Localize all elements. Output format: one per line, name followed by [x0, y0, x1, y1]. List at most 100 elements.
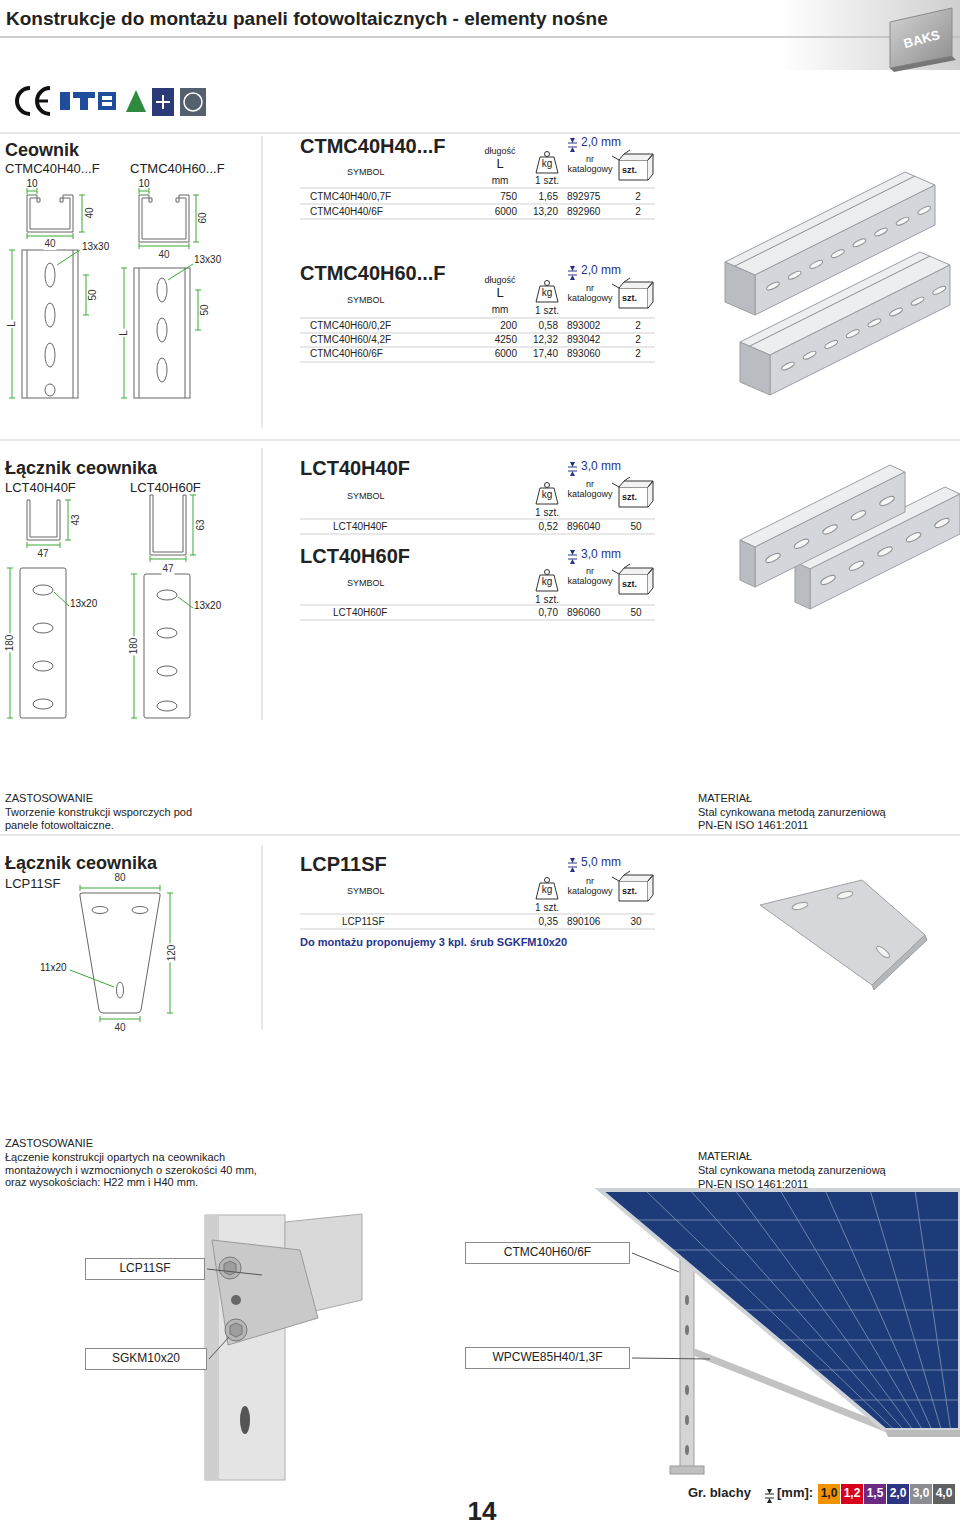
dimension-label: 50 [199, 303, 211, 316]
channel-drawing-part [45, 263, 55, 287]
header-band-part [0, 36, 960, 38]
bracket-photo-part [240, 1406, 250, 1434]
solar-photo-part-part [870, 1190, 941, 1430]
text-label: Stal cynkowana metodą zanurzeniową [698, 1164, 886, 1177]
text-label: CTMC40H60/6F [310, 348, 383, 360]
table-icons-part [612, 871, 653, 901]
text-label: nr katalogowy [564, 283, 616, 304]
section-heading: LCT40H60F [300, 545, 410, 568]
text-label: Łączenie konstrukcji opartych na ceownik… [5, 1151, 260, 1189]
text-label: CTMC40H40...F [5, 162, 100, 177]
text-label: nr katalogowy [564, 479, 616, 500]
channel-drawing-part [134, 268, 190, 398]
node-text: WPCWE85H40/1,3F [492, 1351, 602, 1364]
table-icons-part [612, 150, 653, 180]
text-label: 1,65 [539, 191, 558, 203]
text-label: 13x20 [194, 600, 221, 612]
text-label: SYMBOL [347, 167, 385, 177]
text-label: 3,0 mm [581, 460, 621, 474]
text-label: 892975 [567, 191, 600, 203]
text-label: 17,40 [533, 348, 558, 360]
certificate-logos-part [17, 88, 30, 114]
dimension-label: 180 [128, 637, 140, 656]
table-icons-part [568, 550, 577, 564]
callout-box: CTMC40H60/6F [465, 1242, 630, 1264]
text-label: 13x30 [194, 254, 221, 266]
text-label: szt. [622, 293, 637, 303]
node-text: 2,0 [890, 1487, 907, 1500]
dimension-label: 43 [70, 513, 82, 526]
table-icons-part [612, 564, 653, 594]
text-label: MATERIAŁ [698, 792, 752, 805]
text-label: 13x20 [70, 598, 97, 610]
channel-drawing [22, 195, 78, 398]
table-icons-part [536, 570, 558, 592]
channel-drawing-part [139, 195, 189, 242]
plate-render-part [760, 880, 925, 985]
connector-drawing-part [33, 699, 53, 709]
text-label: 10 [26, 178, 37, 190]
text-label: SYMBOL [347, 578, 385, 588]
certificate-logos-part [102, 96, 112, 100]
channel-drawing-part [27, 195, 73, 232]
bracket-photo-part [230, 1323, 242, 1337]
thickness-badge: 1,2 [841, 1484, 863, 1504]
text-label: 2 [635, 206, 641, 218]
section-heading: LCP11SF [300, 853, 387, 876]
text-label: CTMC40H40/0,7F [310, 191, 391, 203]
table-icons-part [568, 266, 577, 280]
channel-render-part-part [895, 216, 910, 227]
dimension-label: 63 [195, 518, 207, 531]
text-label: SYMBOL [347, 886, 385, 896]
table-rules-part [300, 620, 655, 621]
text-label: 2 [635, 320, 641, 332]
channel-drawing-part [45, 384, 55, 396]
certificate-logos-part [73, 92, 95, 98]
connector-render [740, 465, 905, 587]
section-rules-part [262, 845, 263, 1030]
connector-drawing [20, 495, 190, 718]
text-label: 2,0 mm [581, 136, 621, 150]
channel-render-part-part [830, 248, 845, 259]
channel-drawing-part [185, 268, 186, 398]
table-rules-part [300, 605, 655, 606]
dimension-label: 60 [197, 211, 209, 224]
page-title: Konstrukcje do montażu paneli fotowoltai… [6, 8, 608, 30]
text-label: 890106 [567, 916, 600, 928]
table-rules-part [300, 219, 655, 220]
solar-photo-part-part [645, 1190, 894, 1430]
bracket-photo [205, 1214, 362, 1480]
connector-render-part-part [765, 552, 782, 565]
table-rules-part [300, 362, 655, 363]
solar-photo-part-part [685, 1295, 689, 1305]
text-label: 2 [635, 191, 641, 203]
dimension-lines-part [57, 250, 80, 265]
text-label: LCT40H40F [5, 481, 76, 496]
solar-photo-part [600, 1190, 960, 1430]
connector-drawing-part [33, 661, 53, 671]
plate-drawing [80, 893, 161, 1013]
solar-photo-part [670, 1466, 704, 1474]
dimension-label: 47 [36, 548, 49, 560]
text-label: L [496, 157, 503, 172]
text-label: 892960 [567, 206, 600, 218]
certificate-logos-part [38, 100, 48, 103]
table-rules-part [300, 318, 655, 319]
text-label: 0,58 [539, 320, 558, 332]
certificate-logos-part [184, 93, 202, 111]
text-label: mm [492, 304, 509, 316]
text-label: ZASTOSOWANIE [5, 792, 93, 805]
text-label: nr katalogowy [564, 154, 616, 175]
solar-photo-part-part [685, 1385, 689, 1395]
table-rules [300, 188, 655, 362]
plate-drawing-part [80, 893, 161, 1013]
text-label: kg [542, 489, 553, 501]
text-label: SYMBOL [347, 295, 385, 305]
text-label: 11x20 [40, 962, 67, 974]
header-band [0, 0, 960, 70]
text-label: PN-EN ISO 1461:2011 [698, 1178, 808, 1191]
certificate-logos-part [162, 95, 164, 109]
leader-lines-part [632, 1253, 679, 1272]
dimension-label: L [6, 320, 18, 328]
